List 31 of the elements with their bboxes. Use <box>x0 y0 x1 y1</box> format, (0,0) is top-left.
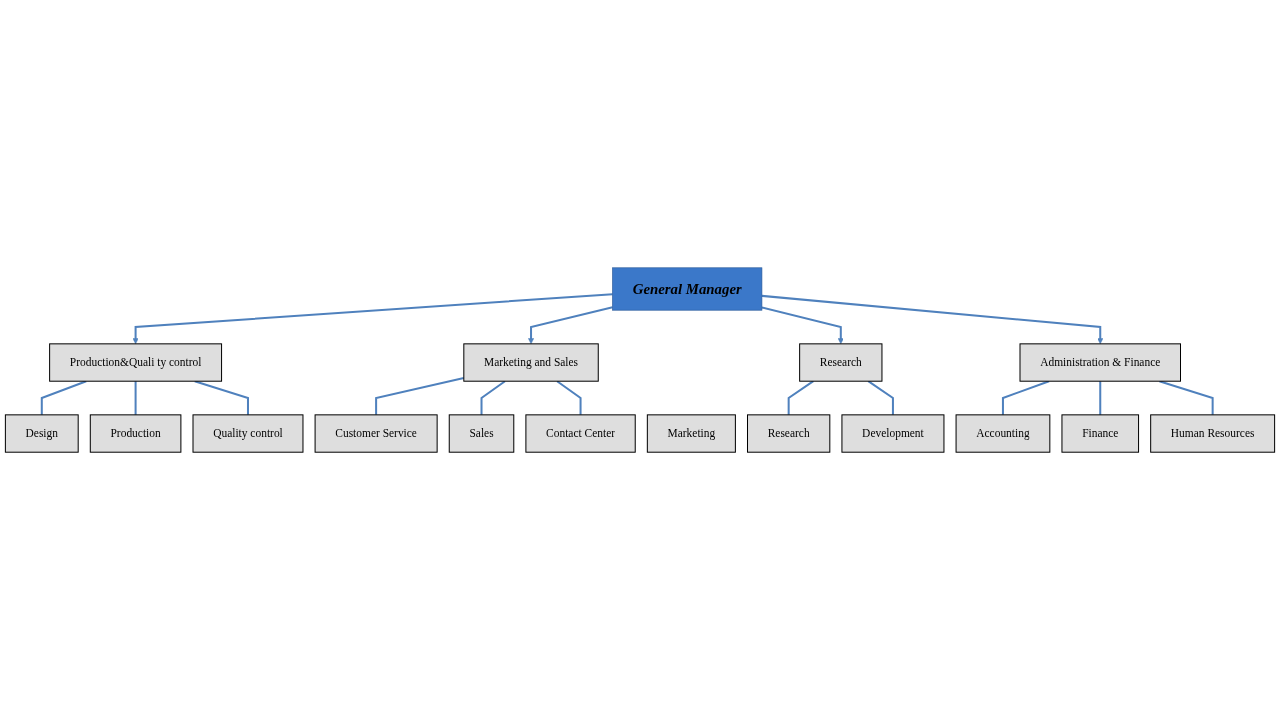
connector <box>194 380 249 415</box>
arrow <box>528 306 613 345</box>
node-box: General Manager <box>612 267 763 311</box>
node-box: Accounting <box>955 414 1051 453</box>
connector <box>787 380 814 415</box>
node-box: Quality control <box>192 414 304 453</box>
node-box: Contact Center <box>525 414 636 453</box>
arrow <box>761 294 1104 345</box>
arrow <box>132 293 613 345</box>
connector <box>867 380 894 415</box>
node-box: Administration & Finance <box>1019 343 1181 382</box>
connector <box>134 381 137 415</box>
connector <box>1001 380 1050 415</box>
connector <box>480 380 506 415</box>
arrow <box>761 306 844 345</box>
connector <box>1099 381 1102 415</box>
node-box: Human Resources <box>1150 414 1276 453</box>
node-box: Marketing <box>646 414 736 453</box>
connector <box>1159 380 1214 415</box>
node-box: Customer Service <box>314 414 438 453</box>
node-box: Design <box>4 414 79 453</box>
node-box: Sales <box>448 414 515 453</box>
connector <box>40 380 87 415</box>
node-box: Development <box>841 414 945 453</box>
connector <box>556 380 582 415</box>
node-box: Marketing and Sales <box>463 343 599 382</box>
node-box: Research <box>747 414 831 453</box>
node-box: Research <box>799 343 883 382</box>
node-box: Finance <box>1061 414 1140 453</box>
node-box: Production&Quali ty control <box>49 343 223 382</box>
node-box: Production <box>89 414 182 453</box>
